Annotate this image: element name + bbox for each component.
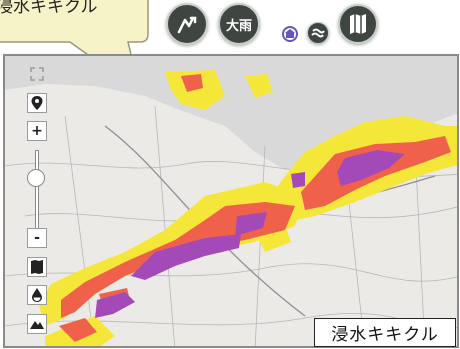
heavy-rain-button[interactable]: 大雨 bbox=[218, 3, 260, 45]
zoom-slider-track[interactable] bbox=[35, 150, 39, 230]
water-drop-icon bbox=[32, 288, 42, 302]
building-icon bbox=[285, 29, 295, 38]
map-book-icon bbox=[31, 260, 43, 274]
map-layer-button[interactable] bbox=[27, 257, 47, 277]
terrain-button[interactable] bbox=[27, 314, 47, 334]
wave-button[interactable] bbox=[307, 22, 329, 44]
water-drop-button[interactable] bbox=[27, 285, 47, 305]
wave-icon bbox=[311, 28, 325, 38]
current-location-button[interactable] bbox=[27, 93, 47, 113]
fullscreen-icon bbox=[30, 67, 44, 81]
route-arrow-icon bbox=[177, 16, 197, 34]
zoom-in-button[interactable]: + bbox=[27, 121, 47, 141]
mountain-icon bbox=[30, 321, 44, 329]
map-view[interactable] bbox=[3, 54, 459, 348]
map-book-icon bbox=[350, 14, 366, 34]
heavy-rain-label: 大雨 bbox=[225, 18, 252, 34]
zoom-slider-knob[interactable] bbox=[27, 169, 45, 187]
callout-text: 浸水キキクル bbox=[0, 0, 98, 17]
route-button[interactable] bbox=[166, 3, 208, 45]
fullscreen-button[interactable] bbox=[27, 64, 47, 84]
location-pin-icon bbox=[31, 96, 43, 110]
zoom-out-button[interactable]: - bbox=[27, 228, 47, 248]
map-mode-button[interactable] bbox=[338, 4, 378, 44]
map-legend-label: 浸水キキクル bbox=[314, 318, 456, 347]
flood-risk-button[interactable] bbox=[282, 26, 298, 42]
map-layer bbox=[5, 56, 457, 346]
